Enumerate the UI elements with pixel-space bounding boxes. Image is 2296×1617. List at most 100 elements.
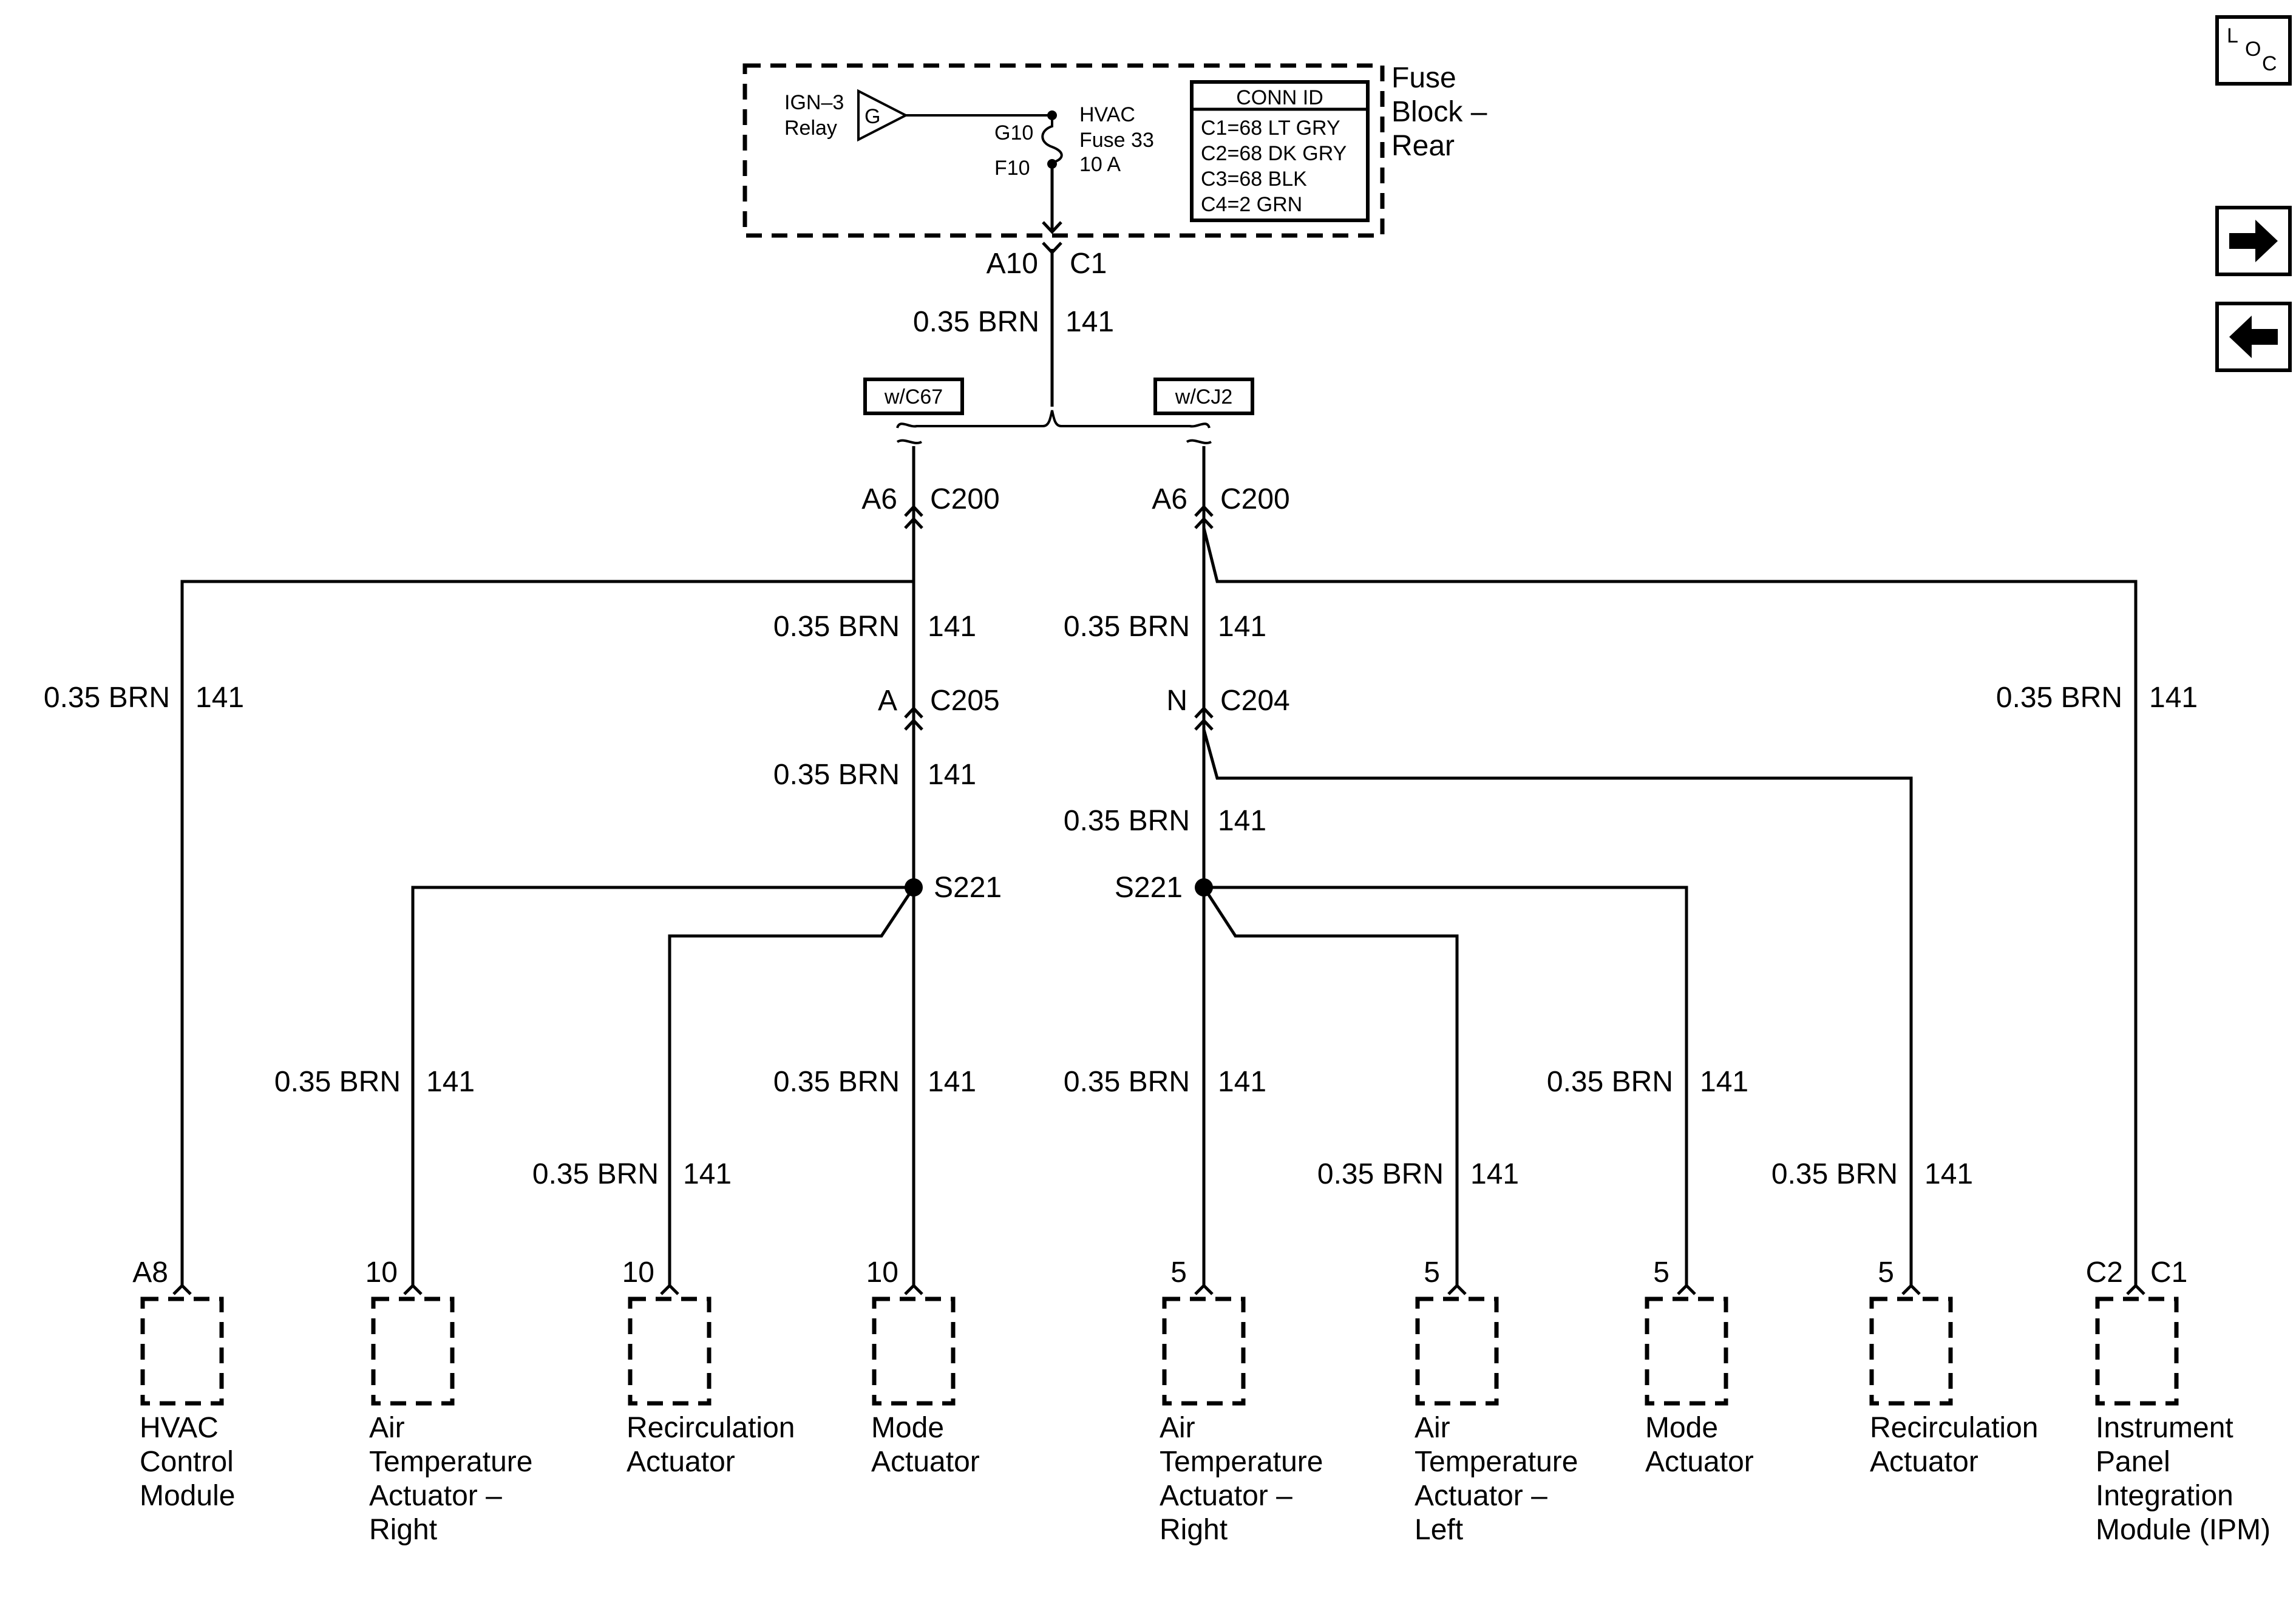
left-wire-gauge-2: 0.35 BRN [773,759,900,791]
component-label-1: HVAC [140,1412,219,1444]
component-box [371,1297,455,1406]
mode-wire-b [1204,886,1688,1286]
component-pin: 5 [1170,1256,1187,1289]
right-c200-conn: C200 [1220,483,1290,515]
component-air-temp-actuator-right-a: 10 Air Temperature Actuator – Right [365,1256,533,1546]
component-box [140,1297,224,1406]
right-c200-pin: A6 [1152,483,1187,515]
left-branch: A6 C200 0.35 BRN 141 A C205 0.35 BRN 141… [44,446,1002,1286]
pin-arrow-icon [2126,1283,2145,1295]
component-box [2095,1297,2179,1406]
component-label-1: Air [1160,1412,1195,1444]
fuse-name-3: 10 A [1079,153,1121,176]
pin-arrow-icon [904,1283,923,1295]
conn-id-row-3: C3=68 BLK [1201,168,1307,191]
air-temp-right-circuit-b: 141 [1218,1066,1266,1098]
component-pin: 10 [365,1256,398,1289]
component-label-4: Right [1160,1514,1228,1546]
forward-button[interactable] [2215,206,2292,276]
fuse-pin-f10: F10 [994,157,1030,180]
component-label-2: Temperature [1415,1446,1578,1478]
left-c200-conn: C200 [930,483,1000,515]
pin-arrow-icon [1901,1283,1921,1295]
component-recirculation-actuator-a: 10 Recirculation Actuator [622,1256,795,1478]
pin-arrow-icon [1447,1283,1467,1295]
top-wire-circuit: 141 [1065,306,1114,338]
component-pin: 5 [1653,1256,1669,1289]
option-tick-right [1186,439,1212,444]
c204-pin: N [1166,685,1187,717]
left-c200-pin: A6 [861,483,897,515]
component-label-1: Recirculation [627,1412,795,1444]
left-wire-gauge-1: 0.35 BRN [773,611,900,643]
hvac-module-wire [180,528,915,1286]
relay-label-2: Relay [784,117,837,140]
component-label-2: Control [140,1446,234,1478]
mode-gauge-a: 0.35 BRN [773,1066,900,1098]
component-label-2: Temperature [1160,1446,1323,1478]
connector-c204-icon [1194,706,1214,731]
option-brace [896,410,1211,429]
component-label-3: Module [140,1480,235,1512]
component-hvac-control-module: A8 HVAC Control Module [132,1256,235,1512]
component-label-1: Recirculation [1870,1412,2038,1444]
component-label-2: Actuator [1870,1446,1978,1478]
ipm-wire [1202,527,2138,1286]
back-button[interactable] [2215,302,2292,372]
component-pin: 5 [1424,1256,1440,1289]
mode-gauge-b: 0.35 BRN [1547,1066,1673,1098]
arrow-left-icon [2229,316,2278,358]
fuse-icon [1041,115,1063,164]
component-label-1: Mode [871,1412,944,1444]
air-temp-right-gauge-b: 0.35 BRN [1064,1066,1190,1098]
pin-arrow-icon [1194,1283,1214,1295]
option-tick-left [896,439,922,444]
conn-id-header: CONN ID [1236,86,1323,109]
air-temp-right-gauge-a: 0.35 BRN [274,1066,401,1098]
fuse-block-outline [742,63,1385,238]
hvac-wire-gauge: 0.35 BRN [44,682,170,714]
ipm-wire-gauge: 0.35 BRN [1996,682,2122,714]
c205-pin: A [878,685,897,717]
component-pin: C2 [2086,1256,2123,1289]
component-label-2: Actuator [627,1446,735,1478]
fuse-pin-g10: G10 [994,121,1033,144]
option-box-left [863,378,964,415]
connector-c200-left-icon [904,504,923,529]
relay-label-1: IGN–3 [784,91,844,114]
component-label-2: Panel [2096,1446,2170,1478]
component-recirculation-actuator-b: 5 Recirculation Actuator [1869,1256,2038,1478]
mode-circuit-b: 141 [1700,1066,1748,1098]
component-air-temp-actuator-left: 5 Air Temperature Actuator – Left [1415,1256,1578,1546]
component-pin-2: C1 [2150,1256,2187,1289]
component-label-1: Air [1415,1412,1450,1444]
air-temp-right-circuit-a: 141 [426,1066,475,1098]
fuse-name-2: Fuse 33 [1079,129,1154,152]
fuse-block-title-1: Fuse [1391,62,1456,94]
right-wire-gauge-2: 0.35 BRN [1064,805,1190,837]
loc-l: L [2227,24,2238,47]
component-label-4: Left [1415,1514,1463,1546]
component-box [1869,1297,1953,1406]
pin-arrow-icon [403,1283,423,1295]
hvac-wire-circuit: 141 [195,682,244,714]
right-wire-gauge-1: 0.35 BRN [1064,611,1190,643]
component-box [872,1297,956,1406]
fuse-name-1: HVAC [1079,103,1135,126]
arrow-down-icon [1042,221,1062,234]
components: A8 HVAC Control Module 10 Air Temperatur… [132,1256,2271,1546]
c1-pin: A10 [987,248,1038,280]
loc-button[interactable]: L O C [2215,15,2292,86]
conn-id-row-4: C4=2 GRN [1201,193,1302,216]
right-wire-circuit-2: 141 [1218,805,1266,837]
component-label-4: Module (IPM) [2096,1514,2271,1546]
component-instrument-panel-integration-module: C2 C1 Instrument Panel Integration Modul… [2086,1256,2271,1546]
right-splice-label: S221 [1115,872,1183,904]
relay-symbol: G [864,105,880,128]
c205-conn: C205 [930,685,1000,717]
option-left-label: w/C67 [884,385,943,408]
fuse-block-title-3: Rear [1391,130,1455,162]
air-temp-left-wire [1202,886,1459,1286]
component-mode-actuator-b: 5 Mode Actuator [1645,1256,1754,1478]
component-label-2: Actuator [1645,1446,1754,1478]
